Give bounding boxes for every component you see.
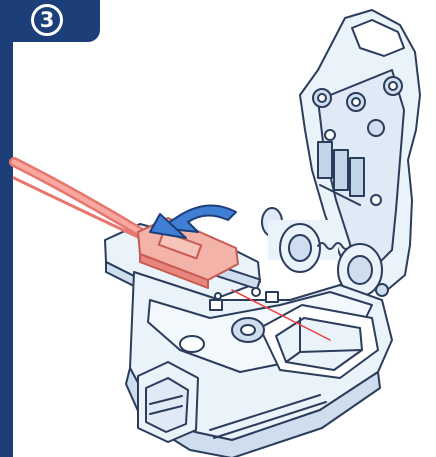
step-number: 3 <box>31 4 63 36</box>
fiber-cable <box>9 157 145 240</box>
laser-line <box>231 289 331 341</box>
curved-arrow-icon <box>149 204 237 239</box>
step-badge: 3 <box>0 0 100 42</box>
frame-bar <box>0 0 13 457</box>
label-plate <box>179 335 205 353</box>
spring <box>317 242 351 250</box>
hinge-assembly <box>261 207 389 297</box>
